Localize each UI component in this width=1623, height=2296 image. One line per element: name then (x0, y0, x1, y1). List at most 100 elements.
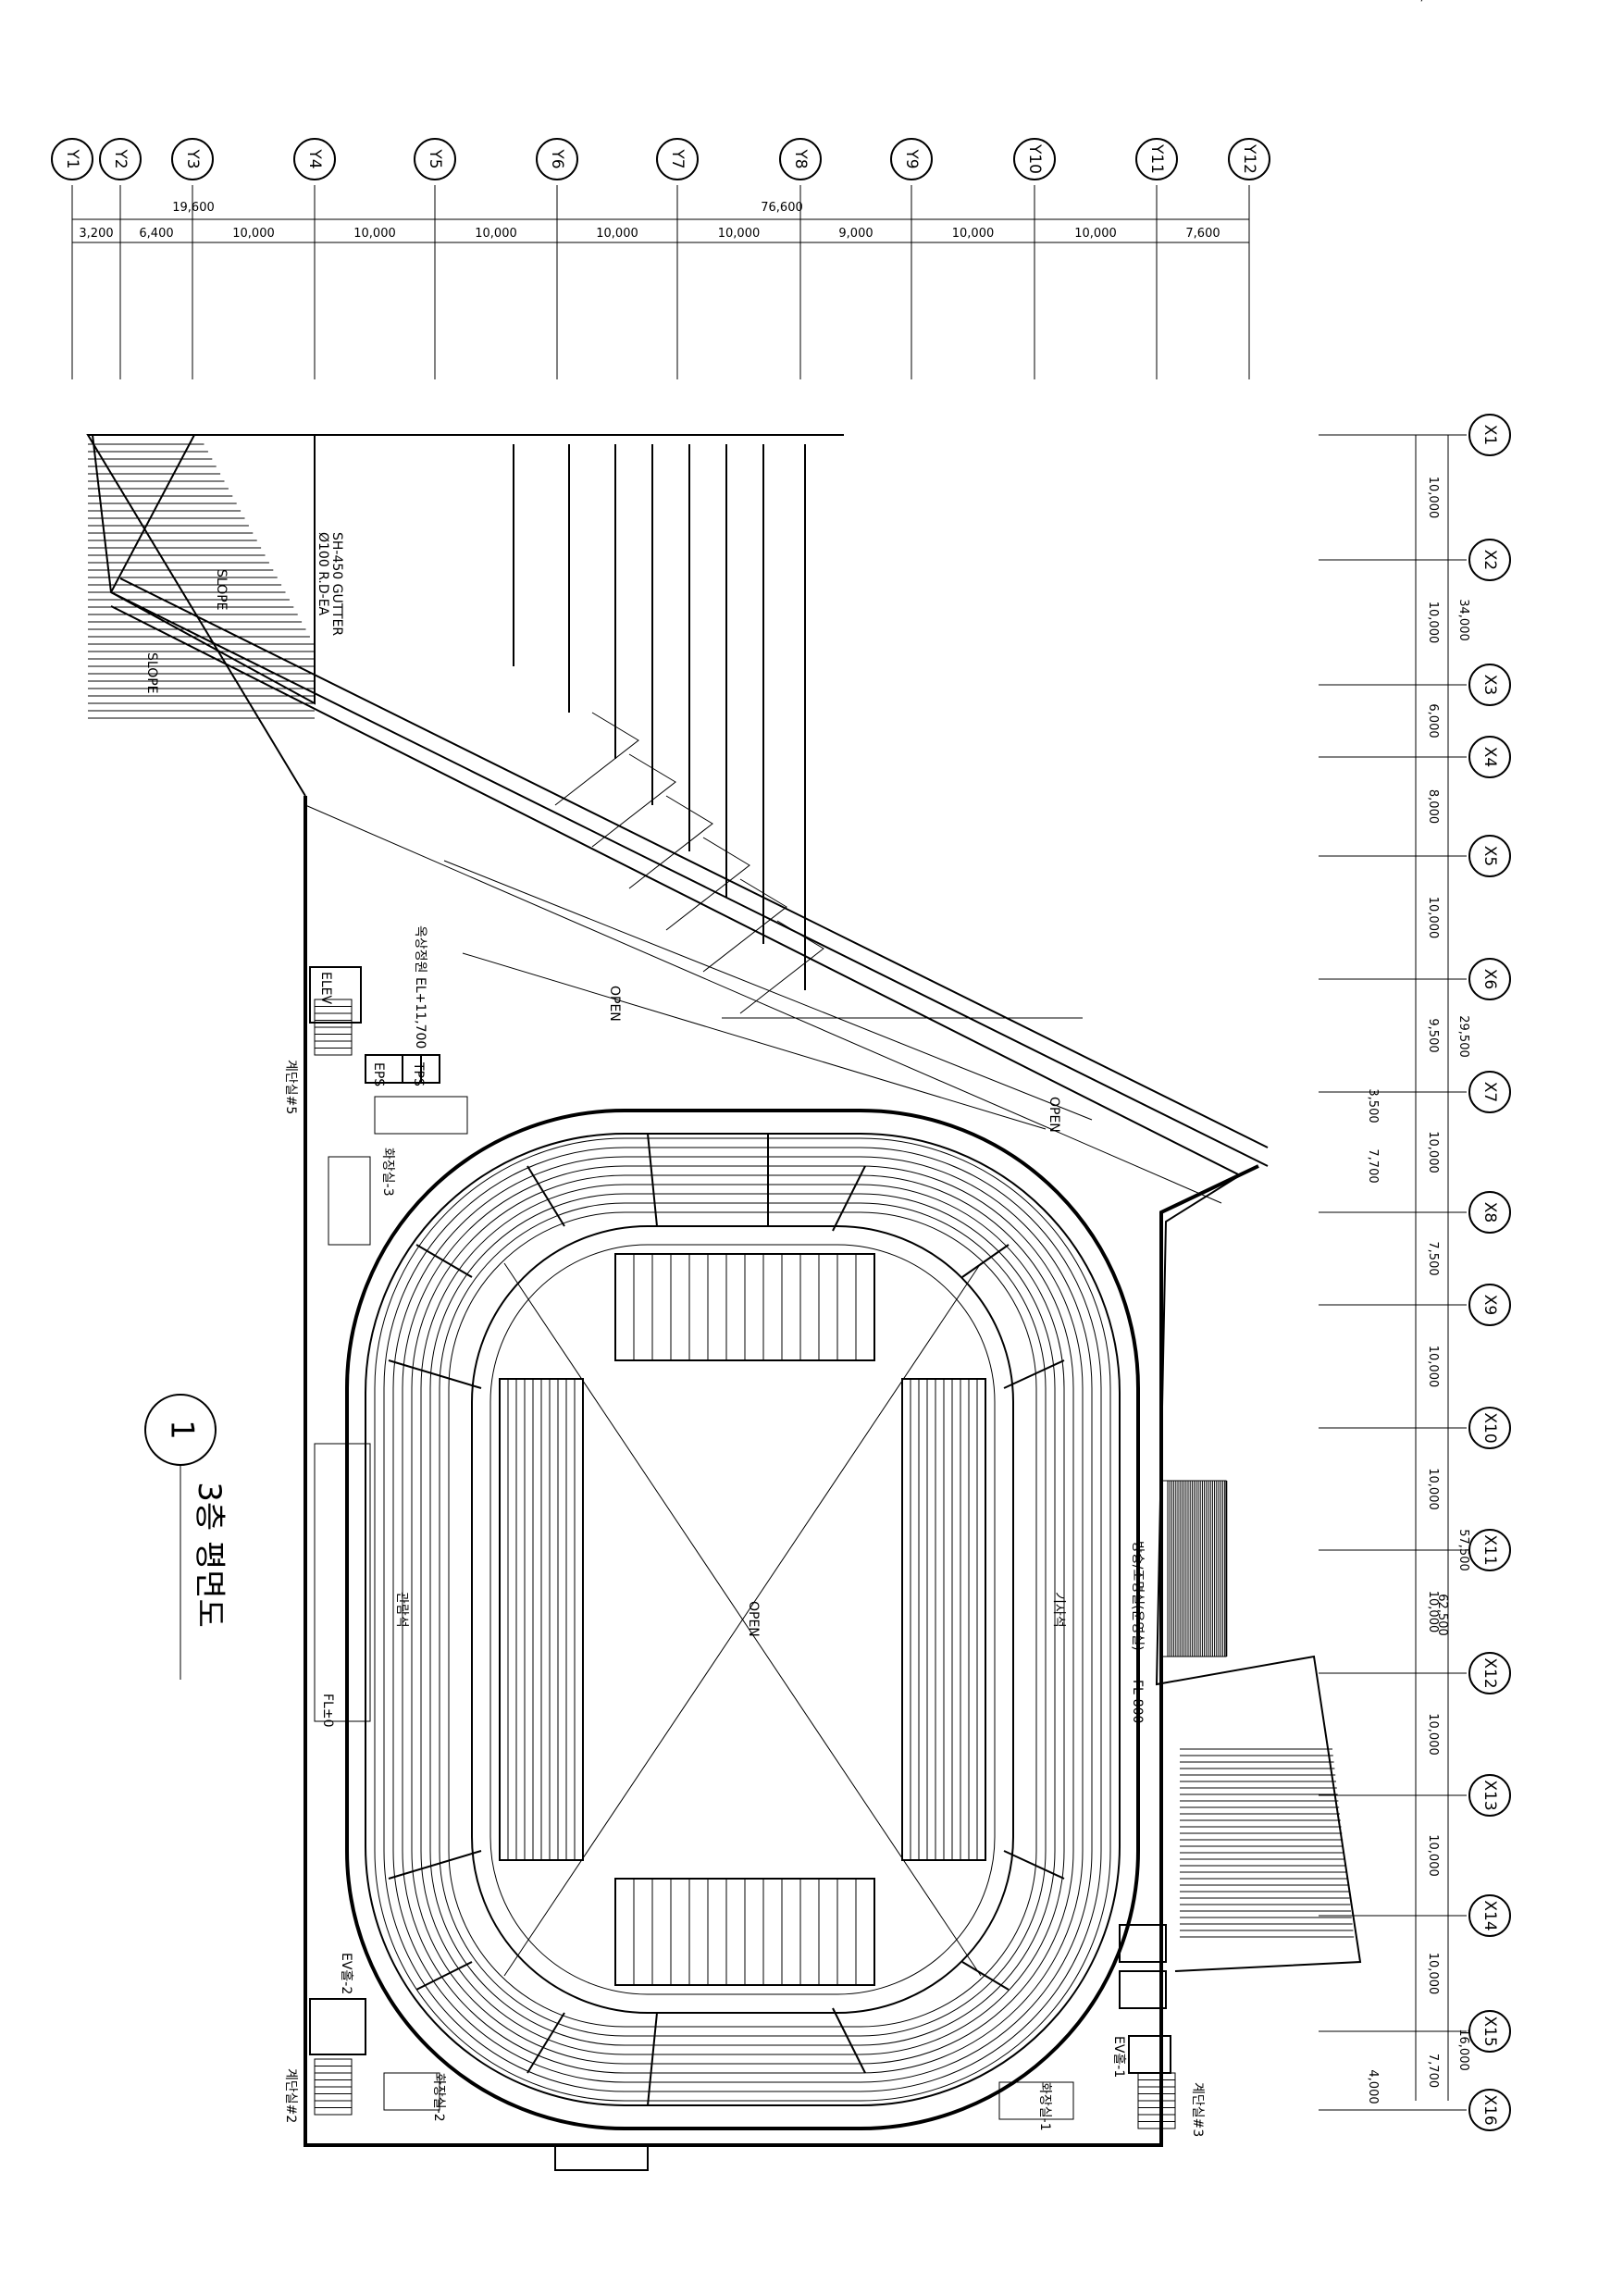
right-exterior-stair (1167, 1481, 1355, 1938)
grid-label: Y10 (1025, 143, 1044, 174)
dimension-value: 7,500 (1426, 1241, 1440, 1275)
grid-label: Y11 (1147, 143, 1166, 174)
dimension-value: 10,000 (1426, 1953, 1440, 1995)
dimension-value: 10,000 (952, 227, 995, 241)
dimension-subtotal: 16,000 (1456, 2029, 1470, 2071)
grid-label: X2 (1481, 550, 1499, 570)
core-rooms (309, 966, 1227, 2129)
label-fl0: FL±0 (320, 1694, 335, 1728)
drawing-title: 3층 평면도 (191, 1482, 228, 1628)
roof-hatch-area (88, 434, 316, 719)
grid-bubble-y1 (51, 138, 93, 180)
label-tps: TPS (411, 1061, 426, 1086)
label-stair-3: 계단실#3 (1190, 2082, 1205, 2137)
dimension-value: 3,500 (1366, 1088, 1380, 1123)
room-labels: 계단실#5 계단실#2 계단실#3 화장실-3 화장실-2 화장실-1 EV홀-… (144, 532, 1205, 2137)
dimension-value: 7,700 (1426, 2054, 1440, 2088)
roof-garden-label: 옥상정원 EL+11,700 (413, 925, 427, 1049)
label-pipe: Ø100 R.D-EA (316, 532, 330, 616)
dimension-value: 10,000 (475, 227, 517, 241)
label-gutter: SH-450 GUTTER (329, 532, 344, 636)
grid-bubble-x3 (1468, 664, 1511, 706)
grid-label: Y2 (111, 148, 130, 168)
dimension-value: 10,000 (1426, 477, 1440, 519)
dimension-value: 3,200 (79, 227, 113, 241)
label-toilet-1: 화장실-1 (1037, 2082, 1052, 2131)
grid-label: X14 (1481, 1900, 1499, 1930)
dimension-subtotal: 76,600 (761, 201, 803, 215)
label-open-3: OPEN (1047, 1097, 1061, 1133)
dimension-subtotal: 19,600 (172, 201, 215, 215)
grid-bubble-y10 (1013, 138, 1056, 180)
grid-bubble-y6 (536, 138, 578, 180)
dimension-value: 10,000 (1426, 1468, 1440, 1510)
dimension-subtotal: 57,500 (1456, 1529, 1470, 1571)
grid-label: Y1 (63, 148, 81, 168)
grid-bubble-x1 (1468, 414, 1511, 456)
seating-rows (374, 1133, 1111, 2106)
label-ev-2: EV홀-2 (339, 1953, 353, 1994)
grid-bubble-x4 (1468, 736, 1511, 778)
label-ev-1: EV홀-1 (1111, 2036, 1126, 2078)
grid-label: Y5 (426, 148, 444, 168)
grid-label: X13 (1481, 1780, 1499, 1810)
top-dimension-line (72, 218, 1249, 243)
dimension-value: 9,500 (1426, 1018, 1440, 1052)
x-grid-axis: X1X2X3X4X5X6X7X8X9X10X11X12X13X14X15X161… (1319, 0, 1511, 2131)
dimension-value: 6,400 (139, 227, 173, 241)
dimension-value: 10,000 (353, 227, 396, 241)
dimension-subtotal: 29,500 (1456, 1015, 1470, 1058)
dimension-value: 8,000 (1426, 789, 1440, 824)
label-ops: 방송/조명실(운영실) (1130, 1541, 1145, 1651)
dimension-value: 9,000 (838, 227, 873, 241)
upper-stepped-seating (513, 444, 824, 1014)
grid-label: X16 (1481, 2094, 1499, 2125)
grid-label: Y12 (1240, 143, 1258, 174)
grid-bubble-x8 (1468, 1191, 1511, 1234)
grid-bubble-x10 (1468, 1407, 1511, 1449)
grid-label: Y4 (305, 148, 324, 168)
court-floor (499, 1253, 986, 1986)
grid-bubble-y2 (99, 138, 142, 180)
grid-bubble-x16 (1468, 2089, 1511, 2131)
label-eps: EPS (371, 1062, 386, 1086)
grid-label: X3 (1481, 675, 1499, 695)
drawing-number: 1 (164, 1420, 201, 1440)
label-vip: 관람석 (394, 1592, 409, 1628)
label-stair-2: 계단실#2 (283, 2068, 298, 2123)
dimension-value: 10,000 (1426, 1834, 1440, 1877)
label-stair-5: 계단실#5 (283, 1060, 298, 1114)
grid-bubble-x11 (1468, 1529, 1511, 1571)
label-press: 기자석 (1051, 1592, 1066, 1628)
label-open-2: OPEN (607, 986, 622, 1022)
drawing-title-block: 1 3층 평면도 (144, 1394, 228, 1680)
grid-label: X4 (1481, 747, 1499, 767)
label-toilet-3: 화장실-3 (380, 1148, 395, 1197)
grid-bubble-x2 (1468, 539, 1511, 581)
dimension-value: 10,000 (1074, 227, 1117, 241)
grid-bubble-x5 (1468, 835, 1511, 877)
grid-label: X15 (1481, 2016, 1499, 2046)
grid-label: Y8 (791, 148, 810, 168)
grid-label: X1 (1481, 425, 1499, 445)
grid-label: X7 (1481, 1082, 1499, 1102)
grid-bubble-y12 (1228, 138, 1270, 180)
grid-label: X10 (1481, 1412, 1499, 1443)
dimension-value: 4,000 (1366, 2069, 1380, 2104)
dimension-value: 7,700 (1366, 1148, 1380, 1183)
arena-seating-bowl (345, 1109, 1140, 2130)
building-outline (86, 434, 1362, 2171)
grid-label: X11 (1481, 1534, 1499, 1565)
dimension-value: 10,000 (1426, 602, 1440, 644)
grid-bubble-y9 (890, 138, 933, 180)
grid-label: X12 (1481, 1657, 1499, 1688)
grid-label: Y3 (183, 148, 202, 168)
grid-label: Y6 (548, 148, 566, 168)
dimension-value: 10,000 (1426, 1346, 1440, 1388)
label-open: OPEN (746, 1601, 761, 1637)
grid-label: X8 (1481, 1202, 1499, 1222)
dimension-value: 10,000 (1426, 1131, 1440, 1173)
dimension-subtotal: 62,500 (1435, 1594, 1449, 1636)
